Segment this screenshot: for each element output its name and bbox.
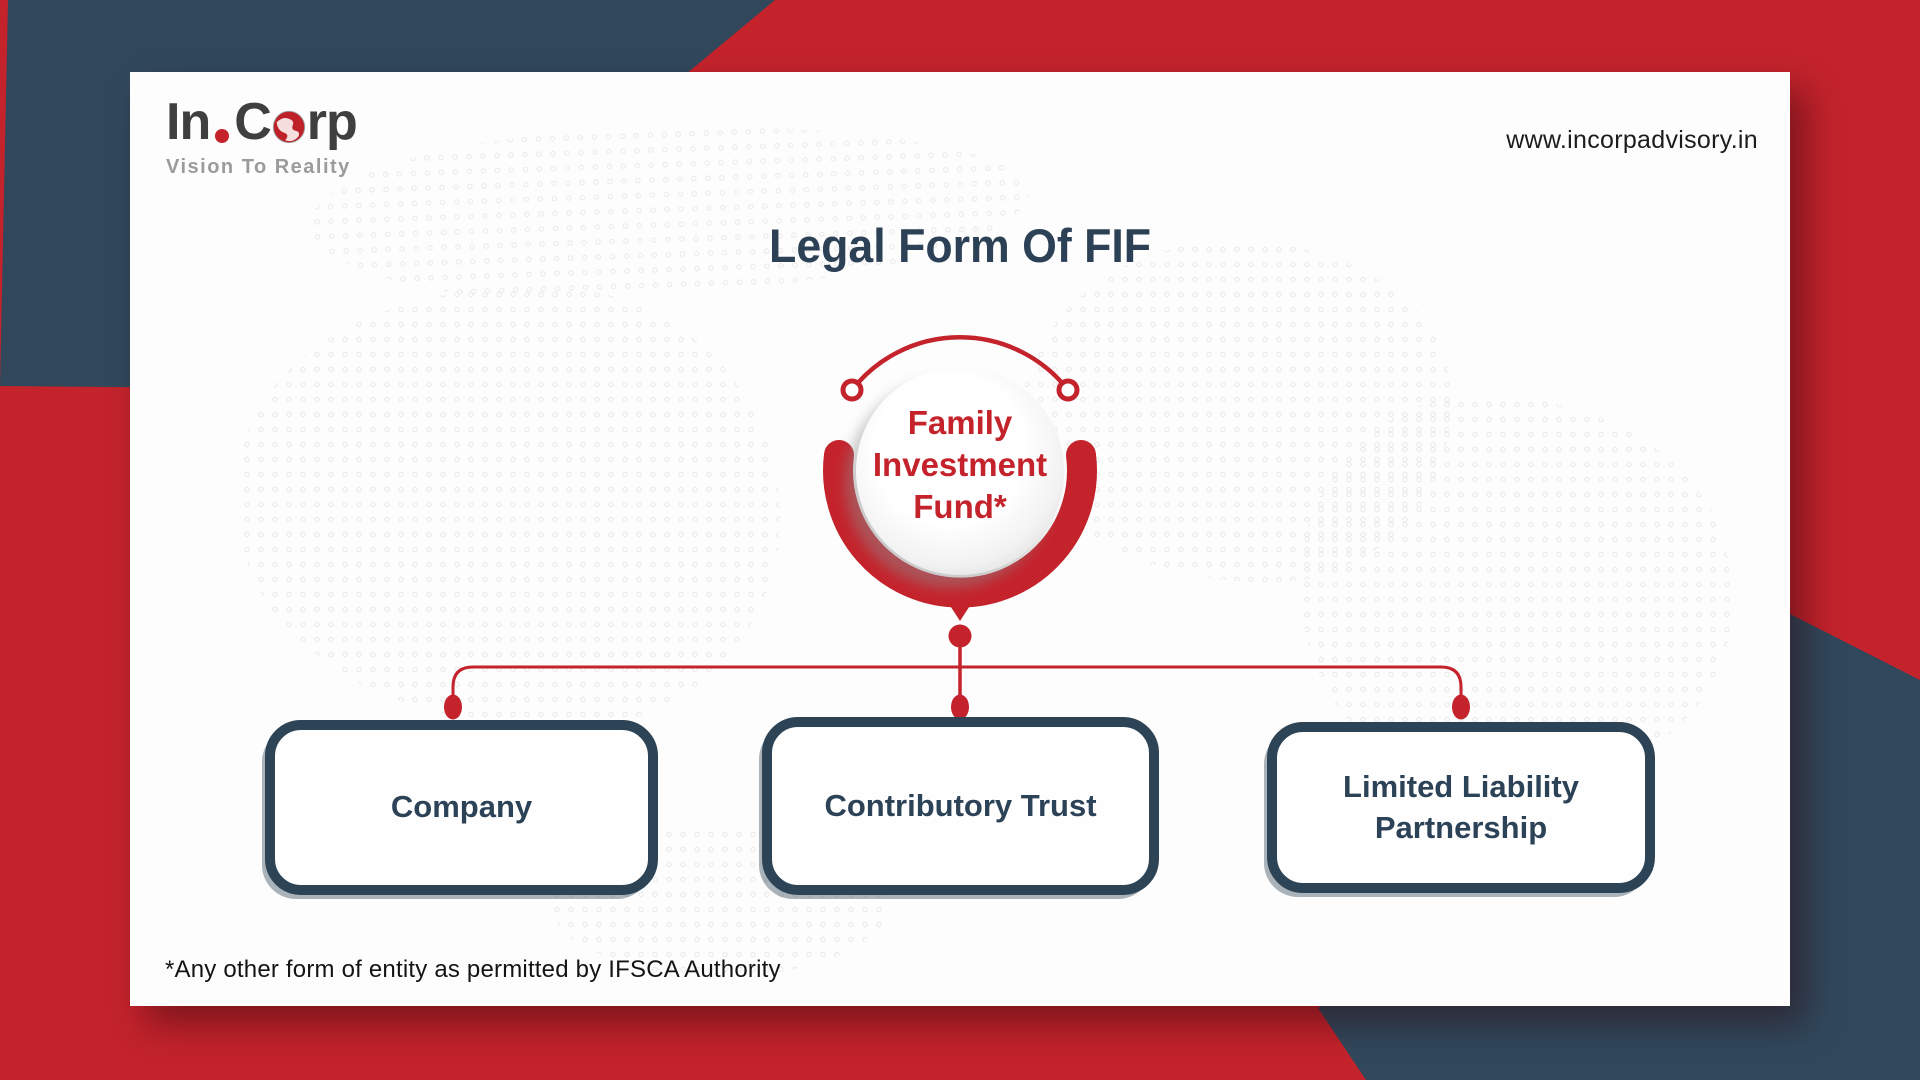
incorp-logo: In C rp Vision To Reality xyxy=(166,93,358,179)
logo-text-in: In xyxy=(166,93,211,151)
page-title: Legal Form Of FIF xyxy=(768,219,1152,272)
logo-red-dot-icon xyxy=(215,129,230,143)
connector-dot-left xyxy=(444,694,462,720)
website-url: www.incorpadvisory.in xyxy=(1506,126,1758,154)
fif-diagram-graphic xyxy=(444,335,1470,720)
node-box-limited-liability-partnership: Limited Liability Partnership xyxy=(1267,722,1655,893)
left-ring-icon xyxy=(840,378,864,402)
horseshoe-point xyxy=(934,581,986,621)
top-arc-line xyxy=(850,335,1070,392)
right-ring-icon xyxy=(1056,378,1080,402)
logo-text-rp: rp xyxy=(306,93,358,151)
connector-dot-right xyxy=(1452,694,1470,720)
node-label: Limited Liability Partnership xyxy=(1343,769,1579,845)
connector-dot-center xyxy=(951,694,969,720)
logo-text-c: C xyxy=(234,93,272,151)
node-label: Company xyxy=(390,789,533,825)
node-box-company: Company xyxy=(265,720,658,895)
connector-rail xyxy=(451,665,1463,708)
footnote-text: *Any other form of entity as permitted b… xyxy=(165,956,781,983)
node-label: Contributory Trust xyxy=(824,787,1097,823)
root-node-circle xyxy=(856,367,1064,575)
logo-tagline: Vision To Reality xyxy=(166,156,351,178)
node-box-contributory-trust: Contributory Trust xyxy=(762,717,1159,895)
root-node-label: Family Investment Fund* xyxy=(872,404,1048,526)
globe-icon xyxy=(272,110,305,144)
worldmap-dots-texture xyxy=(240,287,780,727)
content-card: In C rp Vision To Reality www.incorpadvi… xyxy=(130,72,1790,1006)
